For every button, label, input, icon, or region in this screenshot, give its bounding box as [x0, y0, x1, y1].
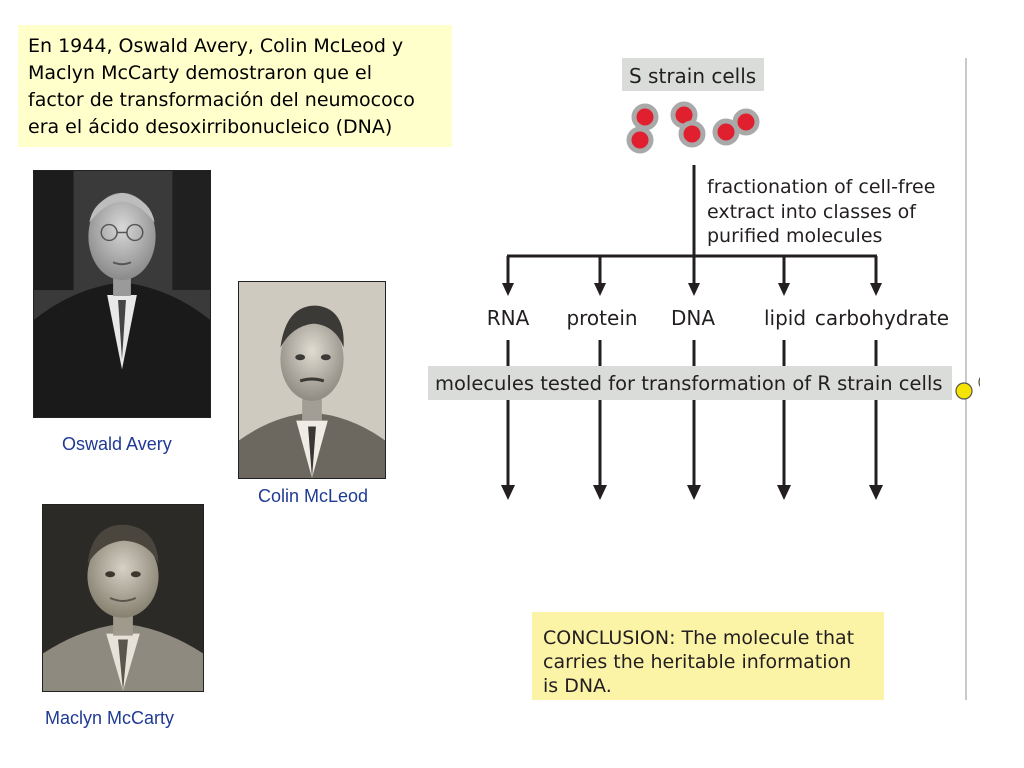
caption-oswald-avery: Oswald Avery: [62, 434, 172, 454]
caption-maclyn-mccarty: Maclyn McCarty: [45, 708, 175, 728]
s-cell: [631, 103, 659, 131]
conclusion-text: CONCLUSION: The molecule that carries th…: [543, 627, 860, 697]
photo-colin-mcleod: [238, 281, 386, 479]
fraction-label-lipid: lipid: [764, 306, 806, 330]
photo-oswald-avery: [33, 170, 211, 418]
photo-maclyn-mccarty: [42, 504, 204, 692]
s-cell: [626, 126, 654, 154]
conclusion-box: [532, 612, 884, 700]
process-line: extract into classes of: [707, 201, 917, 223]
fraction-label-carbohydrate: carbohydrate: [815, 306, 949, 330]
intro-line: era el ácido desoxirribonucleico (DNA): [28, 116, 393, 138]
fraction-label-rna: RNA: [487, 306, 530, 330]
conclusion-line: is DNA.: [543, 675, 612, 697]
test-band-label: molecules tested for transformation of R…: [435, 372, 943, 395]
intro-line: factor de transformación del neumococo: [28, 89, 415, 111]
fraction-label-protein: protein: [566, 306, 637, 330]
r-cell: [955, 382, 973, 400]
r-cell: [978, 377, 980, 387]
process-line: fractionation of cell-free: [707, 176, 935, 198]
s-strain-cells: [626, 101, 760, 154]
s-strain-label-bg: [622, 58, 764, 91]
fraction-arrows: [502, 256, 882, 296]
s-cell: [678, 120, 706, 148]
test-band: [428, 366, 952, 400]
experiment-diagram: S strain cells fractionation of cell-fre…: [428, 58, 980, 700]
process-line: purified molecules: [707, 225, 882, 247]
conclusion-line: CONCLUSION: The molecule that: [543, 627, 854, 649]
s-strain-label: S strain cells: [629, 64, 756, 88]
fraction-label-dna: DNA: [671, 306, 715, 330]
intro-line: Maclyn McCarty demostraron que el: [28, 62, 372, 84]
test-arrows: [501, 340, 883, 500]
intro-text-box: En 1944, Oswald Avery, Colin McLeod y Ma…: [18, 25, 452, 147]
s-cell: [732, 108, 760, 136]
process-description: fractionation of cell-free extract into …: [707, 176, 941, 247]
caption-colin-mcleod: Colin McLeod: [258, 486, 369, 506]
conclusion-line: carries the heritable information: [543, 651, 851, 673]
intro-line: En 1944, Oswald Avery, Colin McLeod y: [28, 35, 404, 57]
